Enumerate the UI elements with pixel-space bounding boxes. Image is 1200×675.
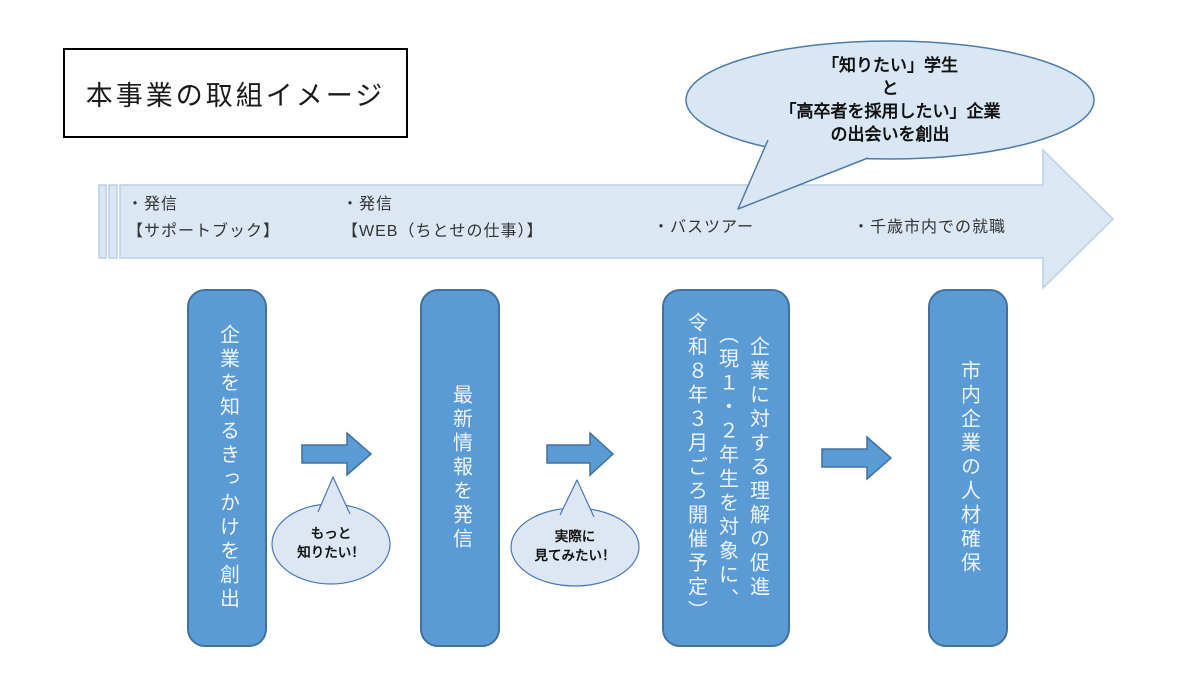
thought-bubble-1-tail xyxy=(317,476,351,515)
step-1-label: 企業を知るきっかけを創出 xyxy=(216,324,239,612)
thought-bubble-1-text: もっと 知りたい！ xyxy=(297,526,365,560)
step-pillar-3: 企業に対する理解の促進 （現１・２年生を対象に、 令和８年３月ごろ開催予定） xyxy=(662,289,790,647)
thought-bubble-2-tail xyxy=(559,479,595,518)
slide-title-box: 本事業の取組イメージ xyxy=(63,48,408,138)
step-pillar-4: 市内企業の人材確保 xyxy=(928,289,1008,647)
thought-bubble-2-text: 実際に 見てみたい！ xyxy=(534,529,616,563)
band-stripe-1 xyxy=(98,184,107,259)
timeline-item-web: ・発信 【WEB（ちとせの仕事）】 xyxy=(342,196,544,240)
step-pillar-2: 最新情報を発信 xyxy=(420,289,500,647)
timeline-item-employment: ・千歳市内での就職 xyxy=(853,219,1007,236)
band-stripe-2 xyxy=(108,184,118,259)
flow-arrow-1-icon xyxy=(301,431,373,477)
slide-title: 本事業の取組イメージ xyxy=(85,80,386,111)
flow-arrow-2-icon xyxy=(546,431,615,477)
speech-bubble-text: 「知りたい」学生 と 「高卒者を採用したい」企業 の出会いを創出 xyxy=(779,56,1001,144)
step-3-label: 企業に対する理解の促進 （現１・２年生を対象に、 令和８年３月ごろ開催予定） xyxy=(684,312,769,624)
step-4-label: 市内企業の人材確保 xyxy=(957,360,980,576)
timeline-item-bustour: ・バスツアー xyxy=(653,219,755,236)
timeline-item-supportbook: ・発信 【サポートブック】 xyxy=(127,196,281,240)
timeline-arrow-band xyxy=(119,148,1115,290)
step-pillar-1: 企業を知るきっかけを創出 xyxy=(187,289,267,647)
step-2-label: 最新情報を発信 xyxy=(449,384,472,552)
flow-arrow-3-icon xyxy=(821,435,893,481)
speech-bubble-shape xyxy=(685,40,1095,160)
speech-bubble-tail xyxy=(737,139,869,210)
